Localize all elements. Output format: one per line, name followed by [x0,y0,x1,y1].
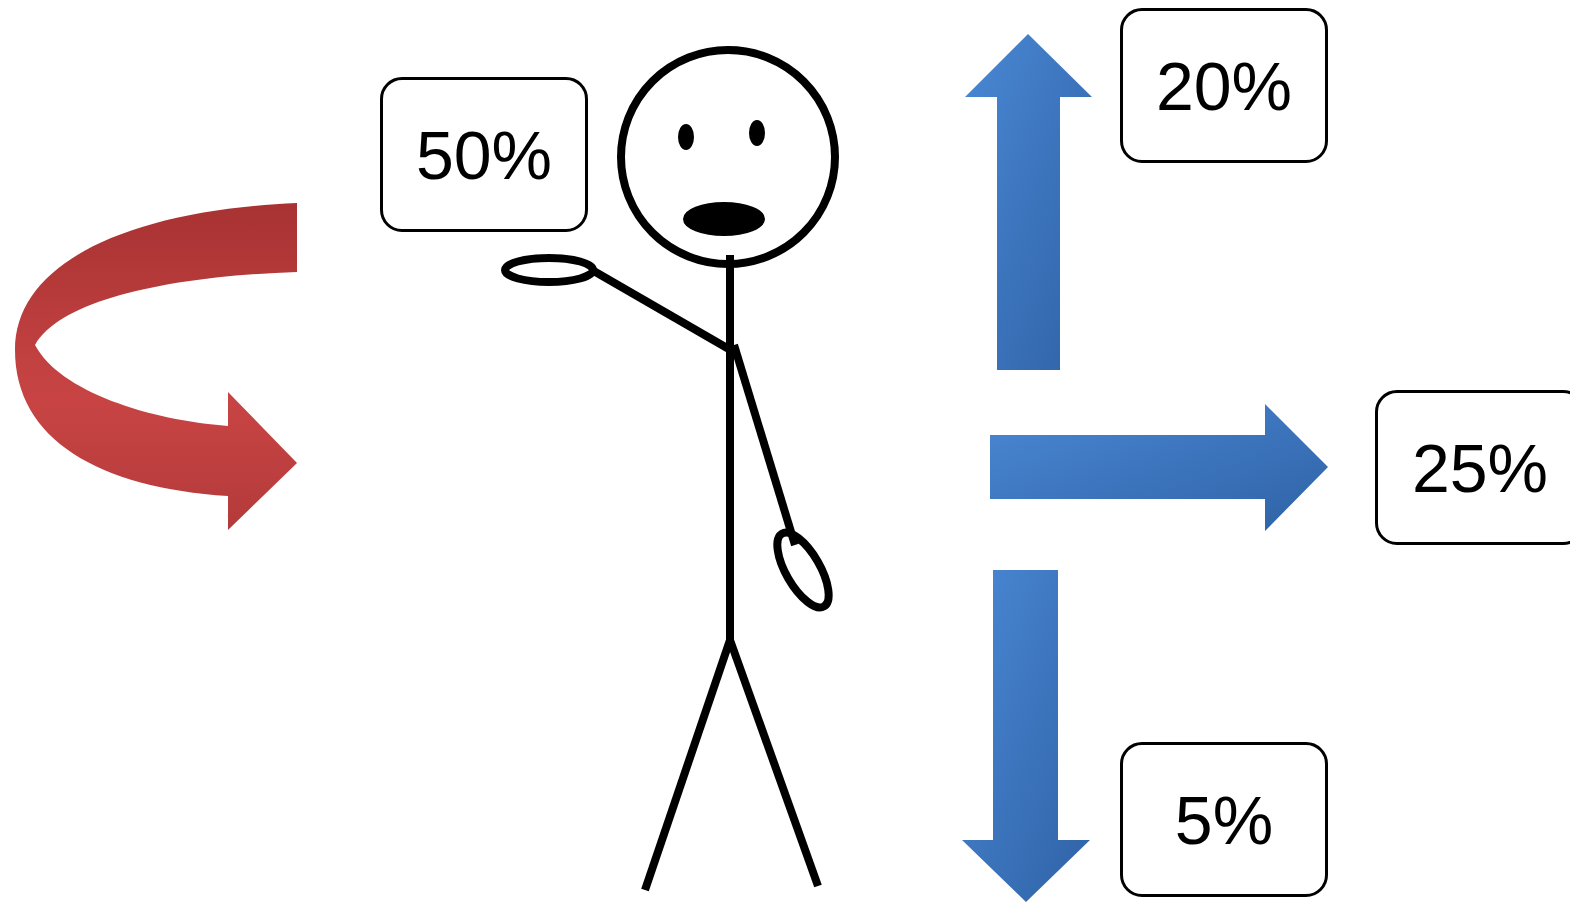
figure-hand [767,525,838,615]
percent-label: 20% [1156,47,1292,125]
percent-label: 25% [1412,429,1548,507]
figure-arm [592,270,734,352]
figure-hand [505,258,593,282]
figure-leg [645,640,730,890]
percent-label: 50% [416,116,552,194]
percent-box: 50% [380,77,588,232]
percent-label: 5% [1175,781,1273,859]
down-arrow [962,570,1090,902]
figure-head [621,50,835,264]
figure-body [726,255,734,640]
figure-eye [679,125,693,149]
figure-mouth [684,203,764,235]
percent-box: 25% [1375,390,1570,545]
right-arrow [990,404,1328,531]
figure-eye [750,121,764,145]
figure-leg [730,640,818,886]
percent-box: 5% [1120,742,1328,897]
percent-box: 20% [1120,8,1328,163]
figure-arm [734,345,795,545]
up-arrow [965,34,1092,370]
turn-arrow [15,203,297,530]
